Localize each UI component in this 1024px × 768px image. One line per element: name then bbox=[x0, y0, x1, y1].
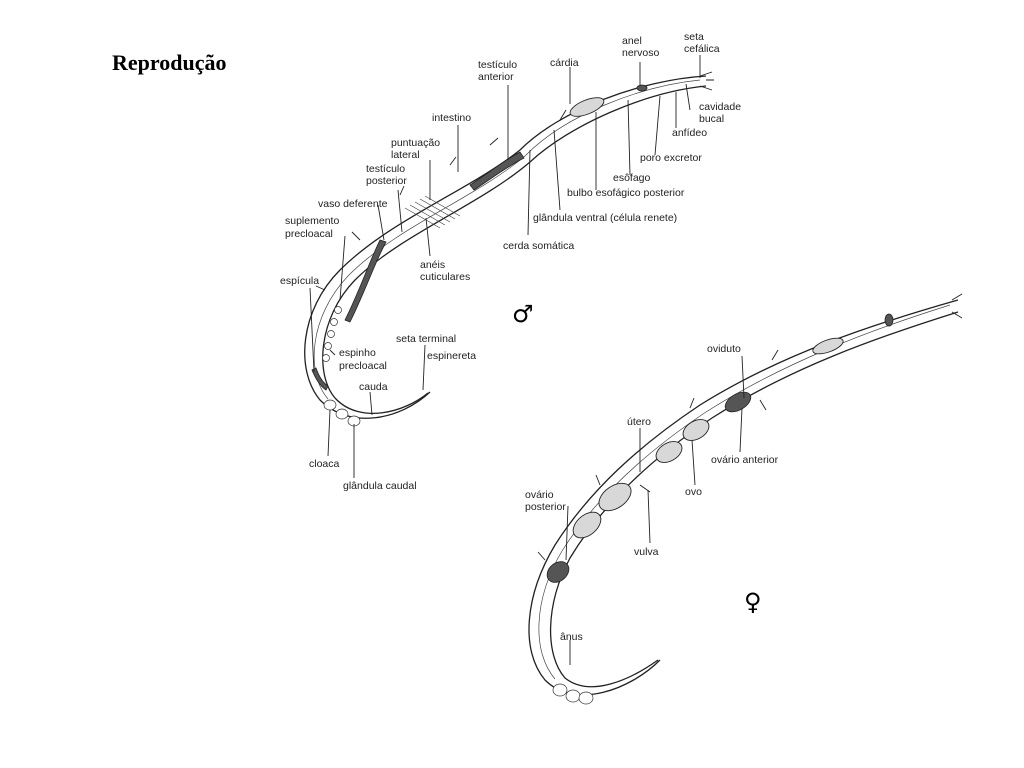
male-leader-lines bbox=[309, 55, 701, 478]
label-poro-excretor: poro excretor bbox=[640, 152, 702, 164]
label-vaso-deferente: vaso deferente bbox=[318, 198, 388, 210]
label-ovario-anterior: ovário anterior bbox=[711, 454, 779, 466]
label-vulva: vulva bbox=[634, 546, 659, 558]
page-title: Reprodução bbox=[112, 50, 227, 75]
female-labels: oviduto útero ovário anterior ovo ovário… bbox=[525, 343, 779, 643]
male-symbol: ♂ bbox=[512, 300, 534, 328]
label-intestino: intestino bbox=[432, 112, 471, 124]
label-cauda: cauda bbox=[359, 381, 388, 393]
female-symbol: ♀ bbox=[744, 588, 762, 616]
label-ovo: ovo bbox=[685, 486, 702, 498]
label-cloaca: cloaca bbox=[309, 458, 340, 470]
label-bulbo: bulbo esofágico posterior bbox=[567, 187, 685, 199]
label-anus: ânus bbox=[560, 631, 583, 643]
label-espicula: espícula bbox=[280, 275, 319, 287]
label-seta-terminal: seta terminal bbox=[396, 333, 456, 345]
label-anfideo: anfídeo bbox=[672, 127, 707, 139]
label-utero: útero bbox=[627, 416, 651, 428]
female-leader-lines bbox=[565, 355, 745, 665]
label-cardia: cárdia bbox=[550, 57, 579, 69]
label-esofago: esôfago bbox=[613, 172, 651, 184]
label-espinereta: espinereta bbox=[427, 350, 476, 362]
female-nematode-body bbox=[528, 293, 963, 705]
label-cerda-somatica: cerda somática bbox=[503, 240, 574, 252]
label-oviduto: oviduto bbox=[707, 343, 741, 355]
male-nematode-body bbox=[304, 71, 714, 427]
label-glandula-ventral: glândula ventral (célula renete) bbox=[533, 212, 677, 224]
label-glandula-caudal: glândula caudal bbox=[343, 480, 417, 492]
